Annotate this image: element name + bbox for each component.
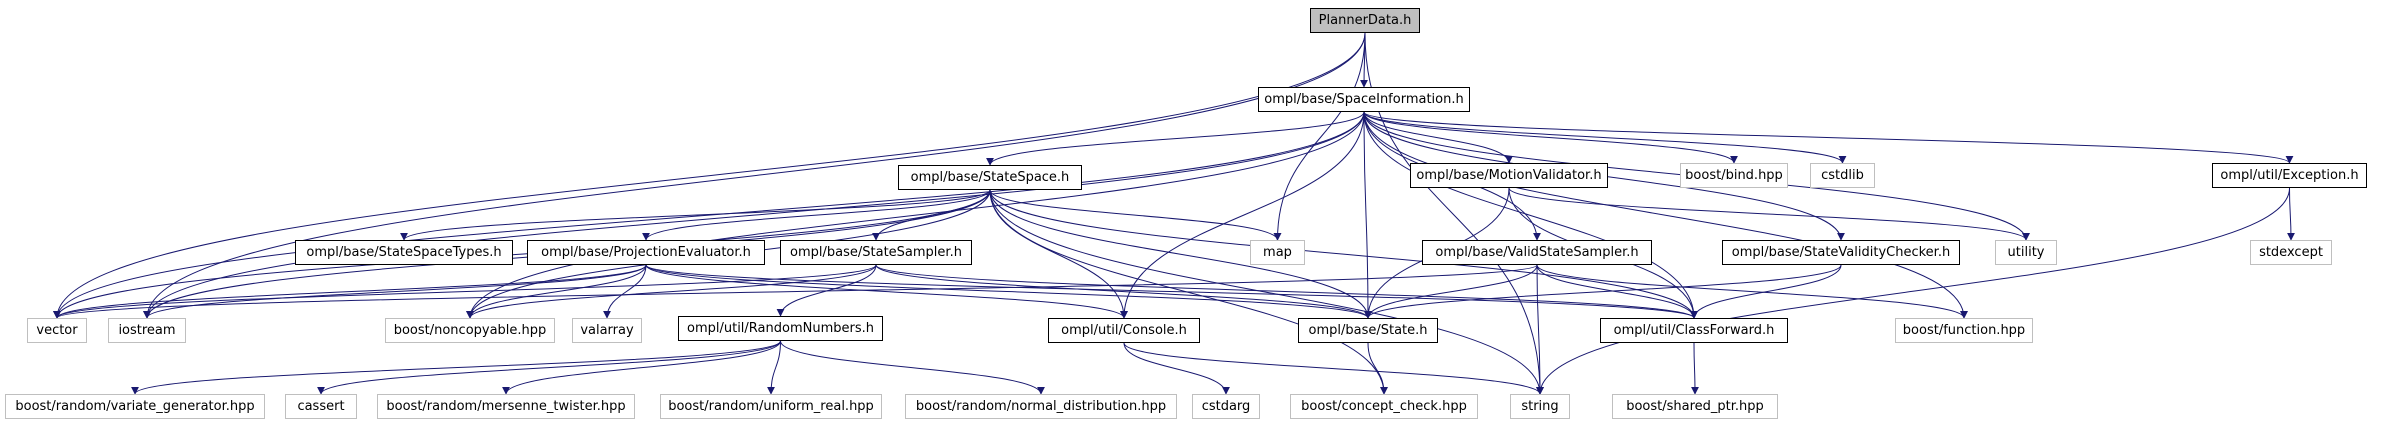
edge-projectionevaluator-to-vector (53, 264, 647, 319)
node-projectionevaluator[interactable]: ompl/base/ProjectionEvaluator.h (527, 240, 765, 265)
node-boost-noncopyable[interactable]: boost/noncopyable.hpp (385, 318, 555, 343)
node-cstdlib[interactable]: cstdlib (1810, 163, 1875, 188)
edge-spaceinformation-to-vector (53, 111, 1365, 319)
node-exception[interactable]: ompl/util/Exception.h (2212, 163, 2367, 188)
node-iostream[interactable]: iostream (108, 318, 186, 343)
node-map[interactable]: map (1250, 240, 1305, 265)
node-shared-ptr[interactable]: boost/shared_ptr.hpp (1612, 394, 1778, 419)
node-state[interactable]: ompl/base/State.h (1298, 318, 1438, 343)
node-concept-check[interactable]: boost/concept_check.hpp (1290, 394, 1478, 419)
node-boost-bind[interactable]: boost/bind.hpp (1680, 163, 1788, 188)
node-statevaliditychecker[interactable]: ompl/base/StateValidityChecker.h (1722, 240, 1960, 265)
node-validstatesampler[interactable]: ompl/base/ValidStateSampler.h (1422, 240, 1652, 265)
edge-randomnumbers-to-normal-distribution (780, 340, 1045, 395)
node-string[interactable]: string (1510, 394, 1570, 419)
edge-state-to-concept-check (1367, 342, 1388, 395)
edge-statevaliditychecker-to-state (1364, 264, 1842, 319)
edge-statespace-to-classforward (989, 189, 1698, 319)
edge-projectionevaluator-to-state (645, 264, 1372, 319)
node-statespacetypes[interactable]: ompl/base/StateSpaceTypes.h (295, 240, 513, 265)
edge-spaceinformation-to-iostream (143, 111, 1365, 319)
edge-spaceinformation-to-state (1363, 111, 1372, 319)
node-spaceinformation[interactable]: ompl/base/SpaceInformation.h (1258, 87, 1470, 112)
edge-randomnumbers-to-cassert (317, 340, 781, 395)
edge-motionvalidator-to-utility (1508, 187, 2030, 241)
edge-statespace-to-projectionevaluator (642, 189, 991, 241)
node-classforward[interactable]: ompl/util/ClassForward.h (1600, 318, 1788, 343)
node-console[interactable]: ompl/util/Console.h (1048, 318, 1200, 343)
node-plannerdata[interactable]: PlannerData.h (1310, 8, 1420, 33)
node-statespace[interactable]: ompl/base/StateSpace.h (898, 165, 1082, 190)
edge-randomnumbers-to-uniform-real (767, 340, 781, 395)
node-cstdarg[interactable]: cstdarg (1192, 394, 1260, 419)
edge-statesampler-to-boost-noncopyable (466, 264, 877, 319)
edge-statespace-to-state (989, 189, 1372, 319)
edge-projectionevaluator-to-classforward (645, 264, 1698, 319)
node-stdexcept[interactable]: stdexcept (2250, 240, 2332, 265)
edge-statevaliditychecker-to-classforward (1690, 264, 1842, 319)
node-mersenne-twister[interactable]: boost/random/mersenne_twister.hpp (377, 394, 635, 419)
edge-spaceinformation-to-boost-bind (1363, 111, 1738, 164)
edge-classforward-to-shared-ptr (1690, 342, 1699, 395)
node-valarray[interactable]: valarray (572, 318, 642, 343)
node-utility[interactable]: utility (1995, 240, 2057, 265)
node-variate-generator[interactable]: boost/random/variate_generator.hpp (5, 394, 265, 419)
edge-validstatesampler-to-state (1364, 264, 1538, 319)
edge-statesampler-to-state (875, 264, 1372, 319)
edge-exception-to-stdexcept (2286, 187, 2295, 241)
edge-projectionevaluator-to-boost-noncopyable (466, 264, 647, 319)
edge-statespace-to-map (989, 189, 1282, 241)
edge-exception-to-string (1536, 187, 2290, 395)
node-boost-function[interactable]: boost/function.hpp (1895, 318, 2033, 343)
edge-validstatesampler-to-boost-function (1536, 264, 1968, 319)
edge-spaceinformation-to-cstdlib (1363, 111, 1847, 164)
node-uniform-real[interactable]: boost/random/uniform_real.hpp (660, 394, 882, 419)
node-statesampler[interactable]: ompl/base/StateSampler.h (780, 240, 972, 265)
edge-validstatesampler-to-vector (53, 264, 1538, 319)
edge-spaceinformation-to-boost-function (1363, 111, 1968, 319)
edge-statesampler-to-vector (53, 264, 877, 319)
node-motionvalidator[interactable]: ompl/base/MotionValidator.h (1410, 163, 1608, 188)
edge-statespace-to-statespacetypes (400, 189, 991, 241)
edge-plannerdata-to-iostream (143, 32, 1366, 319)
node-randomnumbers[interactable]: ompl/util/RandomNumbers.h (678, 316, 883, 341)
edge-randomnumbers-to-mersenne-twister (502, 340, 781, 395)
edge-statespace-to-string (989, 189, 1544, 395)
edge-projectionevaluator-to-valarray (603, 264, 647, 319)
node-cassert[interactable]: cassert (285, 394, 357, 419)
edge-spaceinformation-to-motionvalidator (1363, 111, 1513, 164)
edge-projectionevaluator-to-iostream (143, 264, 647, 319)
edge-spaceinformation-to-boost-noncopyable (466, 111, 1365, 319)
edge-spaceinformation-to-classforward (1363, 111, 1698, 319)
edge-randomnumbers-to-variate-generator (131, 340, 781, 395)
edge-console-to-cstdarg (1123, 342, 1230, 395)
edge-validstatesampler-to-classforward (1536, 264, 1698, 319)
edge-console-to-string (1123, 342, 1544, 395)
node-vector[interactable]: vector (27, 318, 87, 343)
edge-spaceinformation-to-statespace (986, 111, 1365, 166)
edge-statespace-to-vector (53, 189, 991, 319)
edge-projectionevaluator-to-console (645, 264, 1128, 319)
edge-spaceinformation-to-console (1120, 111, 1365, 319)
edge-statesampler-to-classforward (875, 264, 1698, 319)
node-normal-distribution[interactable]: boost/random/normal_distribution.hpp (905, 394, 1177, 419)
edge-plannerdata-to-map (1273, 32, 1366, 241)
edge-spaceinformation-to-exception (1363, 111, 2294, 164)
edge-validstatesampler-to-string (1535, 264, 1544, 395)
